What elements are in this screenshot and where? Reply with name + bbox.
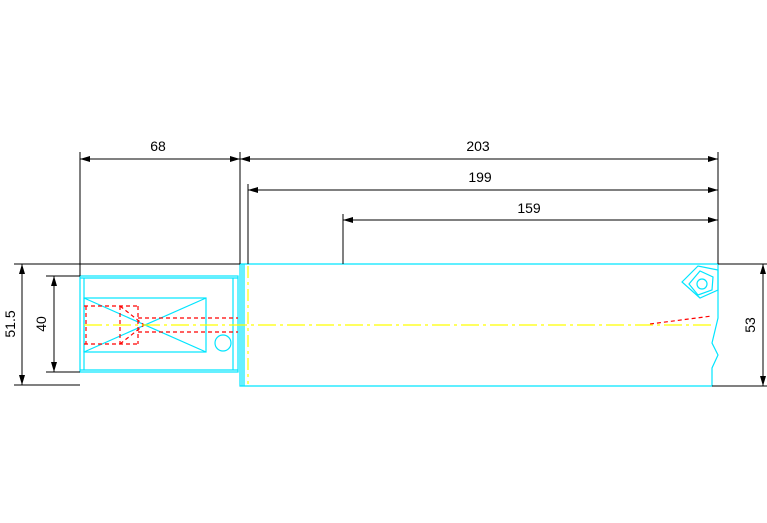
dim-text-159: 159 — [517, 200, 541, 216]
insert — [688, 270, 714, 296]
coolant-cone-2 — [119, 324, 145, 345]
dimension-texts: 68 203 199 159 51.5 40 53 — [2, 138, 758, 338]
dim-text-51-5: 51.5 — [2, 310, 18, 337]
dim-text-203: 203 — [466, 138, 490, 154]
insert-screw — [696, 278, 708, 290]
dim-text-199: 199 — [468, 169, 492, 185]
dim-text-68: 68 — [150, 138, 166, 154]
dim-text-40: 40 — [33, 316, 49, 332]
dimension-lines — [14, 152, 767, 387]
dim-text-53: 53 — [742, 317, 758, 333]
insert-seat — [681, 265, 719, 299]
coolant-cone-1 — [119, 305, 145, 326]
screw-hole — [214, 334, 232, 352]
shank-outline — [79, 275, 239, 373]
hidden-lines — [84, 305, 713, 345]
coolant-exit — [649, 315, 713, 325]
center-lines — [84, 266, 712, 384]
